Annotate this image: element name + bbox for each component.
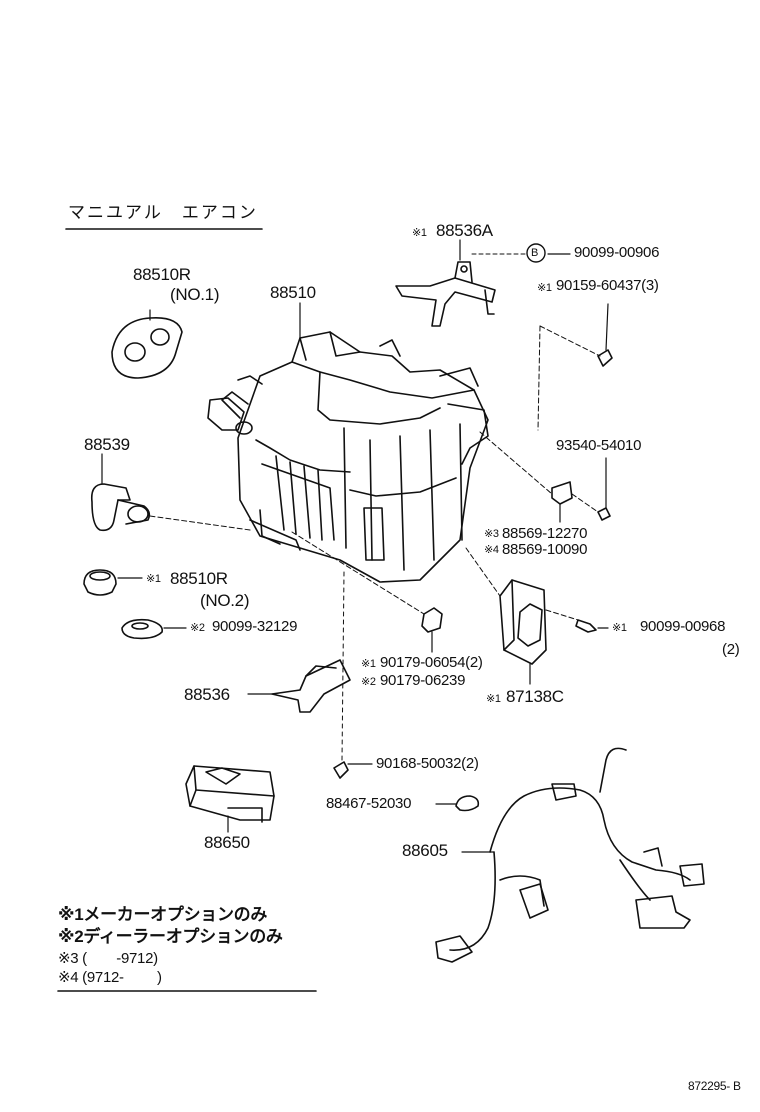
label-88539: 88539	[84, 435, 130, 454]
label-90179-06239: 90179-06239	[380, 672, 466, 689]
label-qty-2: (2)	[722, 641, 740, 658]
section-title: マニユアル エアコン	[68, 203, 258, 222]
label-90159-60437: 90159-60437(3)	[556, 277, 659, 294]
note-3: ※3 ( -9712)	[58, 950, 158, 967]
harness-88605-shape	[435, 747, 705, 963]
bracket-88536-shape	[247, 659, 351, 713]
mark-3: ※3	[484, 528, 499, 540]
screw-90168-shape	[333, 761, 373, 779]
mark-1-90179: ※1	[361, 658, 376, 670]
mark-4: ※4	[484, 544, 499, 556]
label-88569-10090: 88569-10090	[502, 541, 588, 558]
mark-1-88536a: ※1	[412, 227, 427, 239]
label-88510r-no2: 88510R	[170, 569, 228, 588]
grommet-88510r-no2-shape	[83, 569, 143, 596]
label-no1: (NO.1)	[170, 285, 220, 304]
label-90179-06054: 90179-06054(2)	[380, 654, 483, 671]
heater-unit-88510-shape	[207, 331, 489, 583]
module-88650-shape	[185, 765, 275, 833]
label-88569-12270: 88569-12270	[502, 525, 588, 542]
bracket-88536a-shape	[395, 261, 496, 327]
hose-88539-shape	[90, 453, 151, 532]
label-no2: (NO.2)	[200, 591, 250, 610]
mark-2-90099: ※2	[190, 622, 205, 634]
circle-b-letter: B	[531, 247, 539, 259]
grommet-88510r-no1-shape	[111, 309, 183, 379]
mark-1-90099-00968: ※1	[612, 622, 627, 634]
mark-2-90179: ※2	[361, 676, 376, 688]
label-90099-00968: 90099-00968	[640, 618, 726, 635]
label-88467-52030: 88467-52030	[326, 795, 412, 812]
grommet-90099-32129-shape	[121, 618, 187, 640]
label-87138c: 87138C	[506, 687, 564, 706]
label-88605: 88605	[402, 841, 448, 860]
screw-90159-shape	[597, 303, 613, 367]
label-88536a: 88536A	[436, 221, 493, 240]
nut-88467-shape	[435, 795, 480, 812]
label-88510r-no1: 88510R	[133, 265, 191, 284]
label-88536: 88536	[184, 685, 230, 704]
label-90099-00906: 90099-00906	[574, 244, 660, 261]
mark-1-88510r: ※1	[146, 573, 161, 585]
note-4: ※4 (9712- )	[58, 969, 162, 986]
figure-code: 872295- B	[688, 1079, 741, 1093]
label-90099-32129: 90099-32129	[212, 618, 298, 635]
screw-93540-shape	[597, 457, 611, 521]
note-2: ※2ディーラーオプションのみ	[58, 927, 283, 946]
clip-88569-shape	[551, 481, 573, 523]
mark-1-87138c: ※1	[486, 693, 501, 705]
label-88650: 88650	[204, 833, 250, 852]
mark-1-90159: ※1	[537, 282, 552, 294]
label-90168-50032: 90168-50032(2)	[376, 755, 479, 772]
resistor-87138c-shape	[499, 579, 547, 685]
nut-90179-shape	[421, 607, 443, 653]
label-88510: 88510	[270, 283, 316, 302]
screw-90099-00968-shape	[575, 619, 609, 633]
note-1: ※1メーカーオプションのみ	[58, 905, 268, 924]
label-93540-54010: 93540-54010	[556, 437, 642, 454]
circle-b-mark	[526, 243, 546, 263]
